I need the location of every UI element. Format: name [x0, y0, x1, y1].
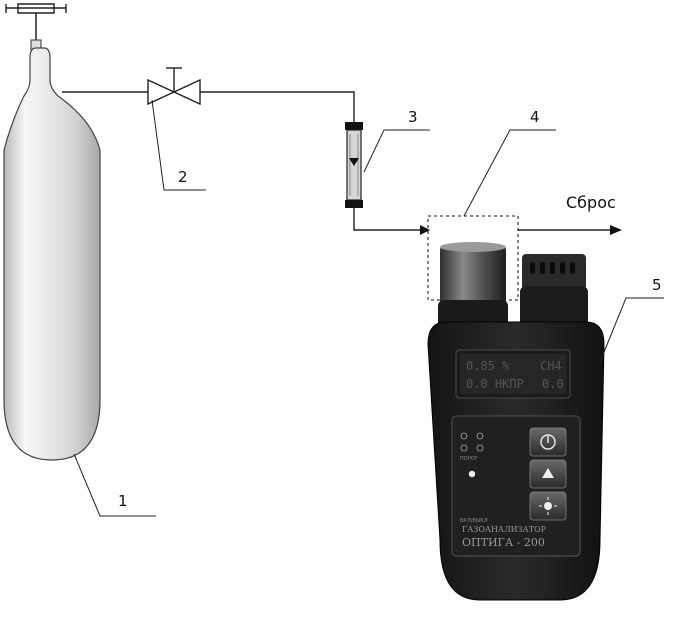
panel-label-1: ПОРОГ	[460, 456, 478, 462]
valve	[147, 67, 201, 106]
exhaust-label: Сброс	[566, 193, 616, 212]
callout-3: 3	[408, 108, 418, 126]
callout-2: 2	[178, 168, 188, 186]
callout-1: 1	[118, 492, 128, 510]
callout-5: 5	[652, 276, 662, 294]
screen-row1-right: CH4	[540, 359, 562, 373]
callout-4: 4	[530, 108, 540, 126]
screen-row2-right: 0.0	[542, 377, 564, 391]
device-brand-line1: ГАЗОАНАЛИЗАТОР	[462, 525, 547, 534]
gas-line	[62, 91, 420, 231]
exhaust-line	[518, 225, 622, 235]
rotameter	[345, 122, 363, 208]
callout-leaders	[73, 99, 664, 517]
screen-row1-left: 0.85 %	[466, 359, 510, 373]
screen-row2-left: 0.0 НКПР	[466, 377, 524, 391]
gas-analyzer	[427, 242, 605, 601]
gas-cylinder	[3, 3, 101, 461]
inlet-arrow	[420, 225, 430, 235]
device-brand-line2: ОПТИГА - 200	[462, 536, 545, 549]
panel-label-2: ВКЛ/ВЫКЛ	[460, 518, 488, 524]
